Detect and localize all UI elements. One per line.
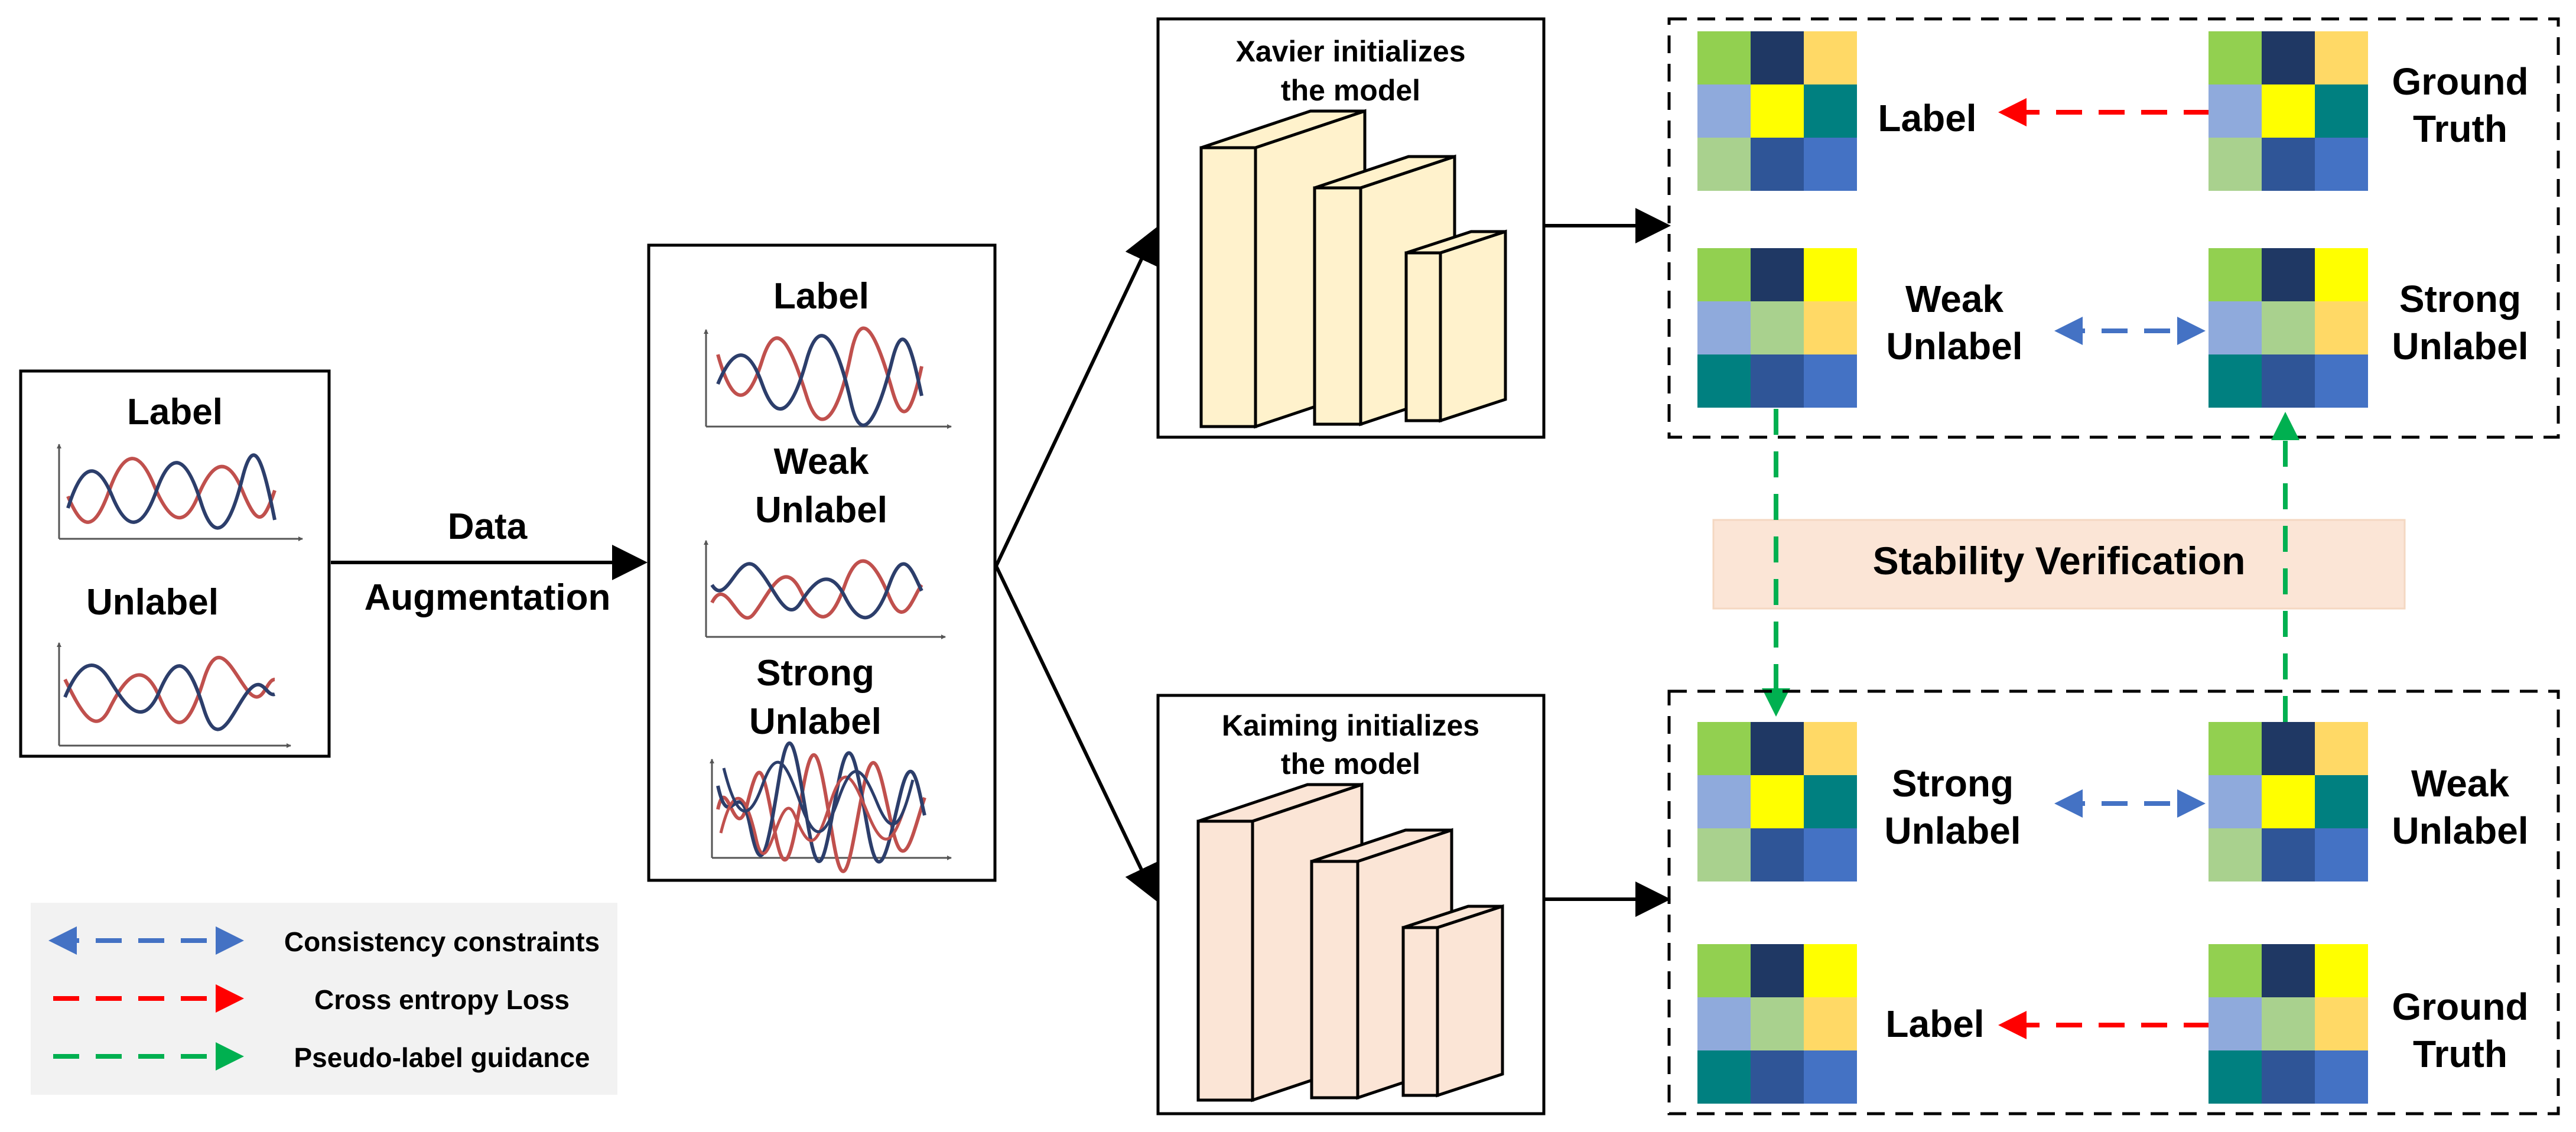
augmented-strong-line2: Unlabel xyxy=(749,701,882,742)
bottom-strong-unlabel-grid xyxy=(1697,722,1857,881)
legend-consistency-label: Consistency constraints xyxy=(284,926,600,957)
augmented-weak-wave-blue xyxy=(710,562,923,620)
augmented-strong-wave-plot xyxy=(710,741,952,873)
legend: Consistency constraints Cross entropy Lo… xyxy=(31,903,617,1095)
augmented-label-wave-plot xyxy=(704,326,952,429)
input-label-wave-red xyxy=(66,457,277,524)
xavier-layer-block-3 xyxy=(1404,229,1507,423)
stability-verification-label: Stability Verification xyxy=(1873,539,2246,583)
input-panel: Label Unlabel xyxy=(19,369,331,758)
input-label-title: Label xyxy=(127,392,223,432)
top-label-grid xyxy=(1697,31,1857,191)
augmented-strong-wave-red-2 xyxy=(719,775,906,855)
stability-verification-box: Stability Verification xyxy=(1712,519,2406,610)
bottom-weak-unlabel-grid xyxy=(2209,722,2368,881)
augmented-label-title: Label xyxy=(773,276,869,317)
augmented-weak-line1: Weak xyxy=(774,441,869,482)
top-label-text: Label xyxy=(1878,97,1976,139)
bottom-strong-line2: Unlabel xyxy=(1884,809,2021,852)
xavier-title-line1: Xavier initializes xyxy=(1235,35,1465,68)
augmentation-label-line2: Augmentation xyxy=(365,577,611,618)
kaiming-layer-block-3 xyxy=(1401,904,1504,1098)
augmented-weak-wave-plot xyxy=(704,540,946,639)
augmented-strong-wave-red xyxy=(716,753,926,873)
bottom-ground-truth-line1: Ground xyxy=(2392,985,2528,1028)
legend-cross-entropy-label: Cross entropy Loss xyxy=(314,984,570,1015)
bottom-ground-truth-line2: Truth xyxy=(2413,1033,2507,1075)
top-strong-unlabel-grid xyxy=(2209,248,2368,408)
xavier-model-panel: Xavier initializes the model xyxy=(1156,17,1546,439)
xavier-title-line2: the model xyxy=(1281,74,1420,107)
augmented-label-wave-blue xyxy=(716,334,923,427)
kaiming-title-line2: the model xyxy=(1281,747,1420,780)
augmented-strong-wave-blue-2 xyxy=(722,760,915,834)
top-weak-unlabel-grid xyxy=(1697,248,1857,408)
augmentation-label-line1: Data xyxy=(448,506,528,547)
bottom-label-grid xyxy=(1697,944,1857,1104)
bottom-weak-line2: Unlabel xyxy=(2392,809,2528,852)
input-label-wave-plot xyxy=(57,444,303,541)
top-strong-line2: Unlabel xyxy=(2392,325,2528,367)
bottom-ground-truth-grid xyxy=(2209,944,2368,1104)
bottom-label-text: Label xyxy=(1885,1003,1984,1045)
kaiming-model-panel: Kaiming initializes the model xyxy=(1156,694,1546,1115)
top-ground-truth-line2: Truth xyxy=(2413,108,2507,150)
augmented-weak-line2: Unlabel xyxy=(755,490,887,531)
input-unlabel-wave-plot xyxy=(57,642,291,748)
top-weak-line2: Unlabel xyxy=(1886,325,2022,367)
augmented-strong-wave-blue xyxy=(716,741,926,864)
top-strong-line1: Strong xyxy=(2399,278,2521,320)
augmented-weak-wave-red xyxy=(710,559,923,620)
kaiming-title-line1: Kaiming initializes xyxy=(1222,709,1479,742)
top-weak-line1: Weak xyxy=(1905,278,2003,320)
input-unlabel-wave-blue xyxy=(63,663,275,731)
bottom-strong-line1: Strong xyxy=(1892,762,2014,805)
legend-pseudo-label-label: Pseudo-label guidance xyxy=(294,1042,590,1073)
input-label-wave-blue xyxy=(66,453,277,530)
top-ground-truth-line1: Ground xyxy=(2392,60,2528,103)
data-augmentation-arrow: Data Augmentation xyxy=(331,506,648,618)
augmented-panel: Label Weak Unlabel Strong Unlabel xyxy=(647,243,997,882)
bottom-output-group: Strong Unlabel Weak Unlabel Label Ground… xyxy=(1667,689,2560,1115)
bottom-weak-line1: Weak xyxy=(2411,762,2509,805)
input-unlabel-title: Unlabel xyxy=(86,582,219,623)
augmented-strong-line1: Strong xyxy=(756,653,874,694)
branch-arrows xyxy=(994,227,1158,902)
top-output-group: Label Ground Truth Weak Unlabel Strong U… xyxy=(1667,17,2560,439)
top-ground-truth-grid xyxy=(2209,31,2368,191)
